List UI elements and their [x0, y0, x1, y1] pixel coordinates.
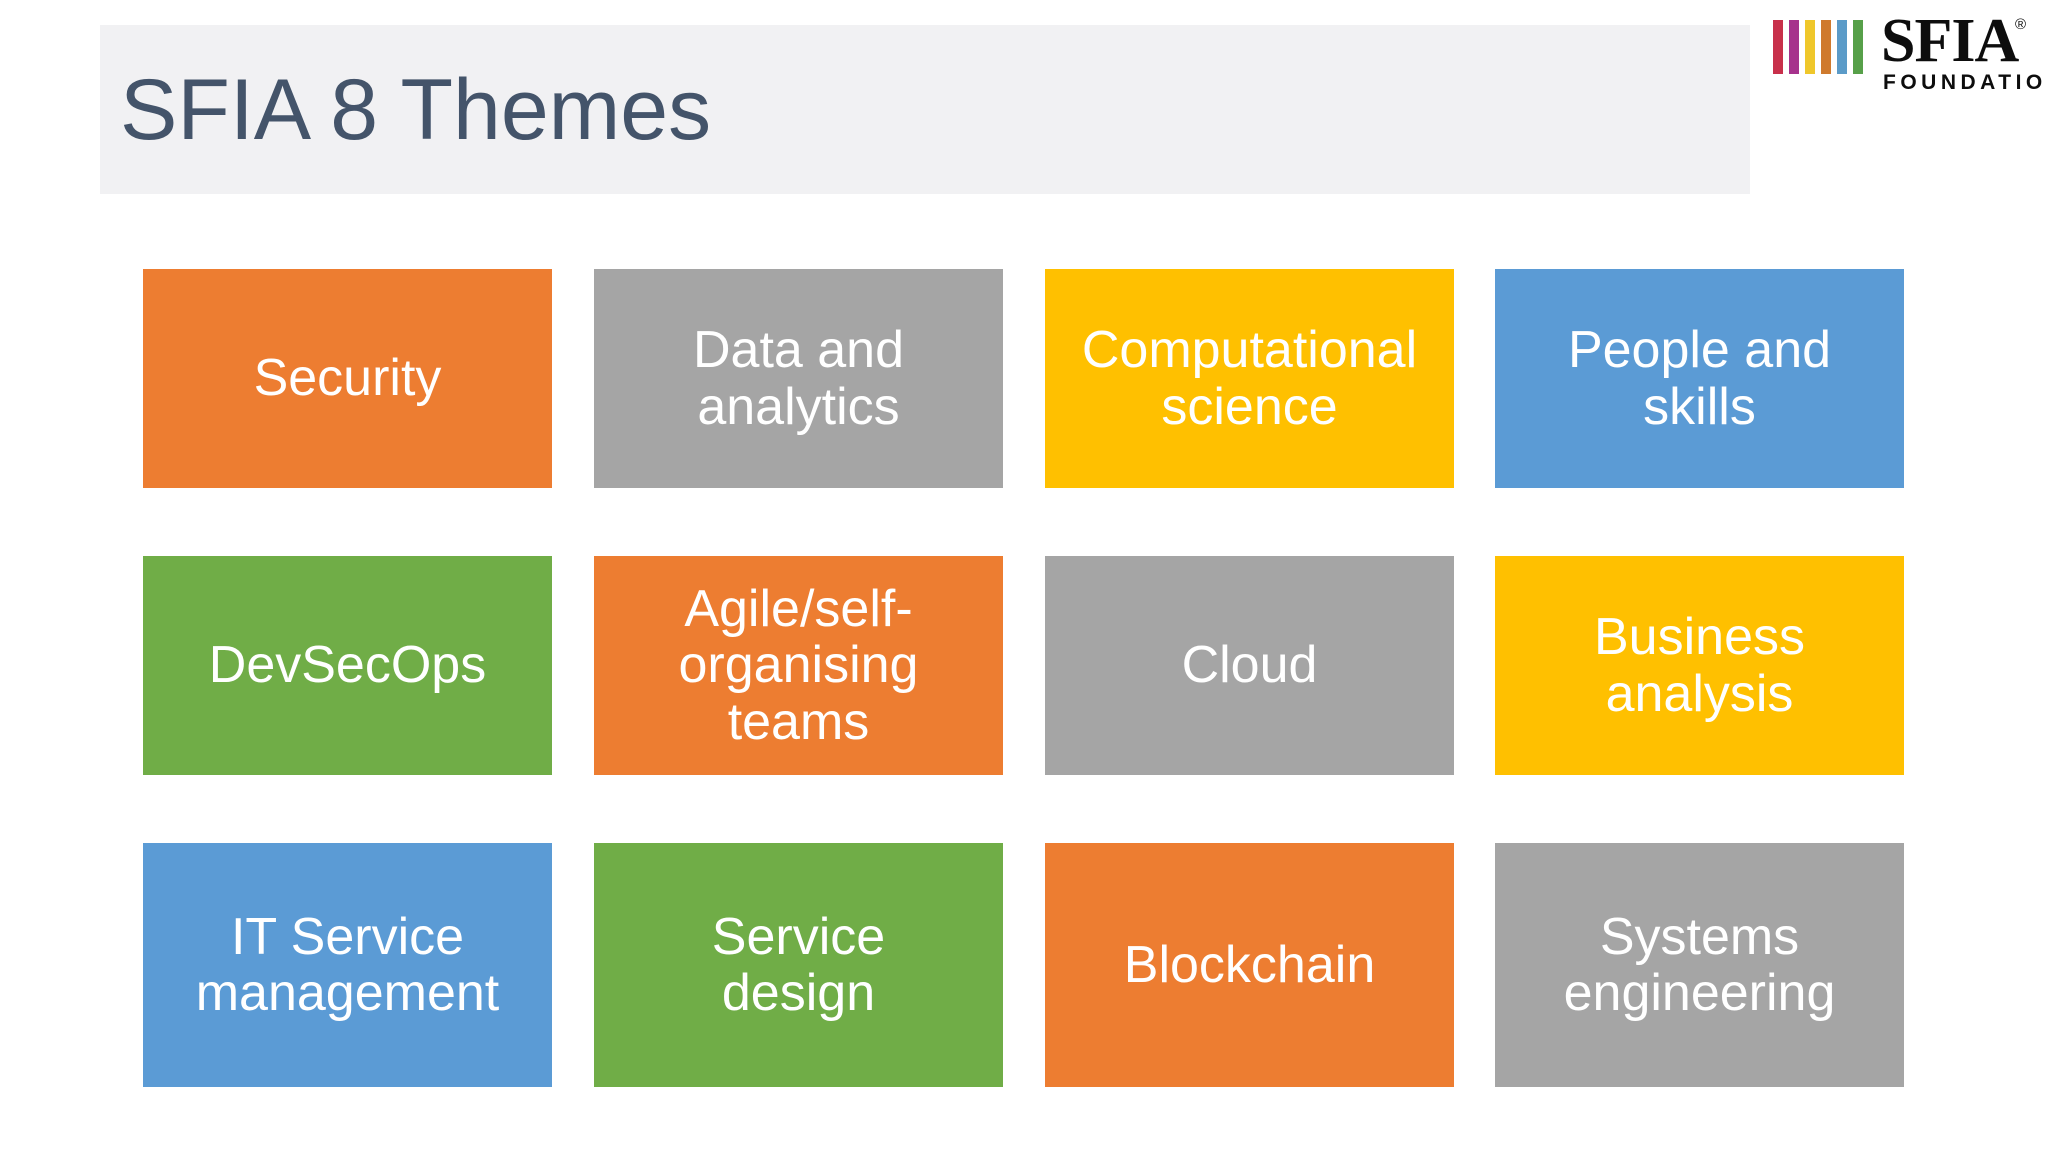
- theme-tile[interactable]: Service design: [594, 843, 1003, 1087]
- theme-tile-label: Security: [253, 349, 442, 408]
- logo-wordmark: SFIA: [1881, 7, 2019, 75]
- theme-tile-label: Computational science: [1081, 321, 1418, 436]
- sfia-foundation-logo: SFIA ® FOUNDATION: [1773, 7, 2048, 98]
- theme-tile-label: People and skills: [1567, 321, 1832, 436]
- theme-tile-label: DevSecOps: [208, 636, 487, 695]
- theme-tile[interactable]: Data and analytics: [594, 269, 1003, 488]
- theme-tile[interactable]: Blockchain: [1045, 843, 1454, 1087]
- theme-tile[interactable]: Business analysis: [1495, 556, 1904, 775]
- theme-tile-label: Business analysis: [1594, 608, 1805, 723]
- registered-trademark-icon: ®: [2015, 16, 2027, 33]
- theme-tile-label: Agile/self- organising teams: [678, 580, 919, 751]
- logo-bar-3: [1805, 20, 1815, 74]
- theme-tile-label: Cloud: [1181, 636, 1318, 695]
- logo-bar-5: [1837, 20, 1847, 74]
- theme-tile-label: Blockchain: [1123, 935, 1376, 994]
- theme-tile[interactable]: DevSecOps: [143, 556, 552, 775]
- theme-tile[interactable]: Agile/self- organising teams: [594, 556, 1003, 775]
- logo-bar-2: [1789, 20, 1799, 74]
- theme-tile-label: Data and analytics: [692, 321, 905, 436]
- theme-tile-label: Systems engineering: [1563, 907, 1836, 1022]
- logo-color-bars-icon: [1773, 20, 1863, 74]
- theme-tile[interactable]: IT Service management: [143, 843, 552, 1087]
- theme-tile[interactable]: Computational science: [1045, 269, 1454, 488]
- themes-grid: Security Data and analytics Computational …: [143, 269, 1904, 1087]
- title-banner: SFIA 8 Themes: [100, 25, 1750, 194]
- logo-bar-1: [1773, 20, 1783, 74]
- logo-bar-6: [1853, 20, 1863, 74]
- theme-tile[interactable]: People and skills: [1495, 269, 1904, 488]
- theme-tile[interactable]: Cloud: [1045, 556, 1454, 775]
- logo-bar-4: [1821, 20, 1831, 74]
- logo-subtitle: FOUNDATION: [1883, 71, 2048, 94]
- page-title: SFIA 8 Themes: [120, 61, 712, 158]
- theme-tile[interactable]: Security: [143, 269, 552, 488]
- theme-tile[interactable]: Systems engineering: [1495, 843, 1904, 1087]
- theme-tile-label: IT Service management: [195, 907, 500, 1022]
- theme-tile-label: Service design: [711, 907, 886, 1022]
